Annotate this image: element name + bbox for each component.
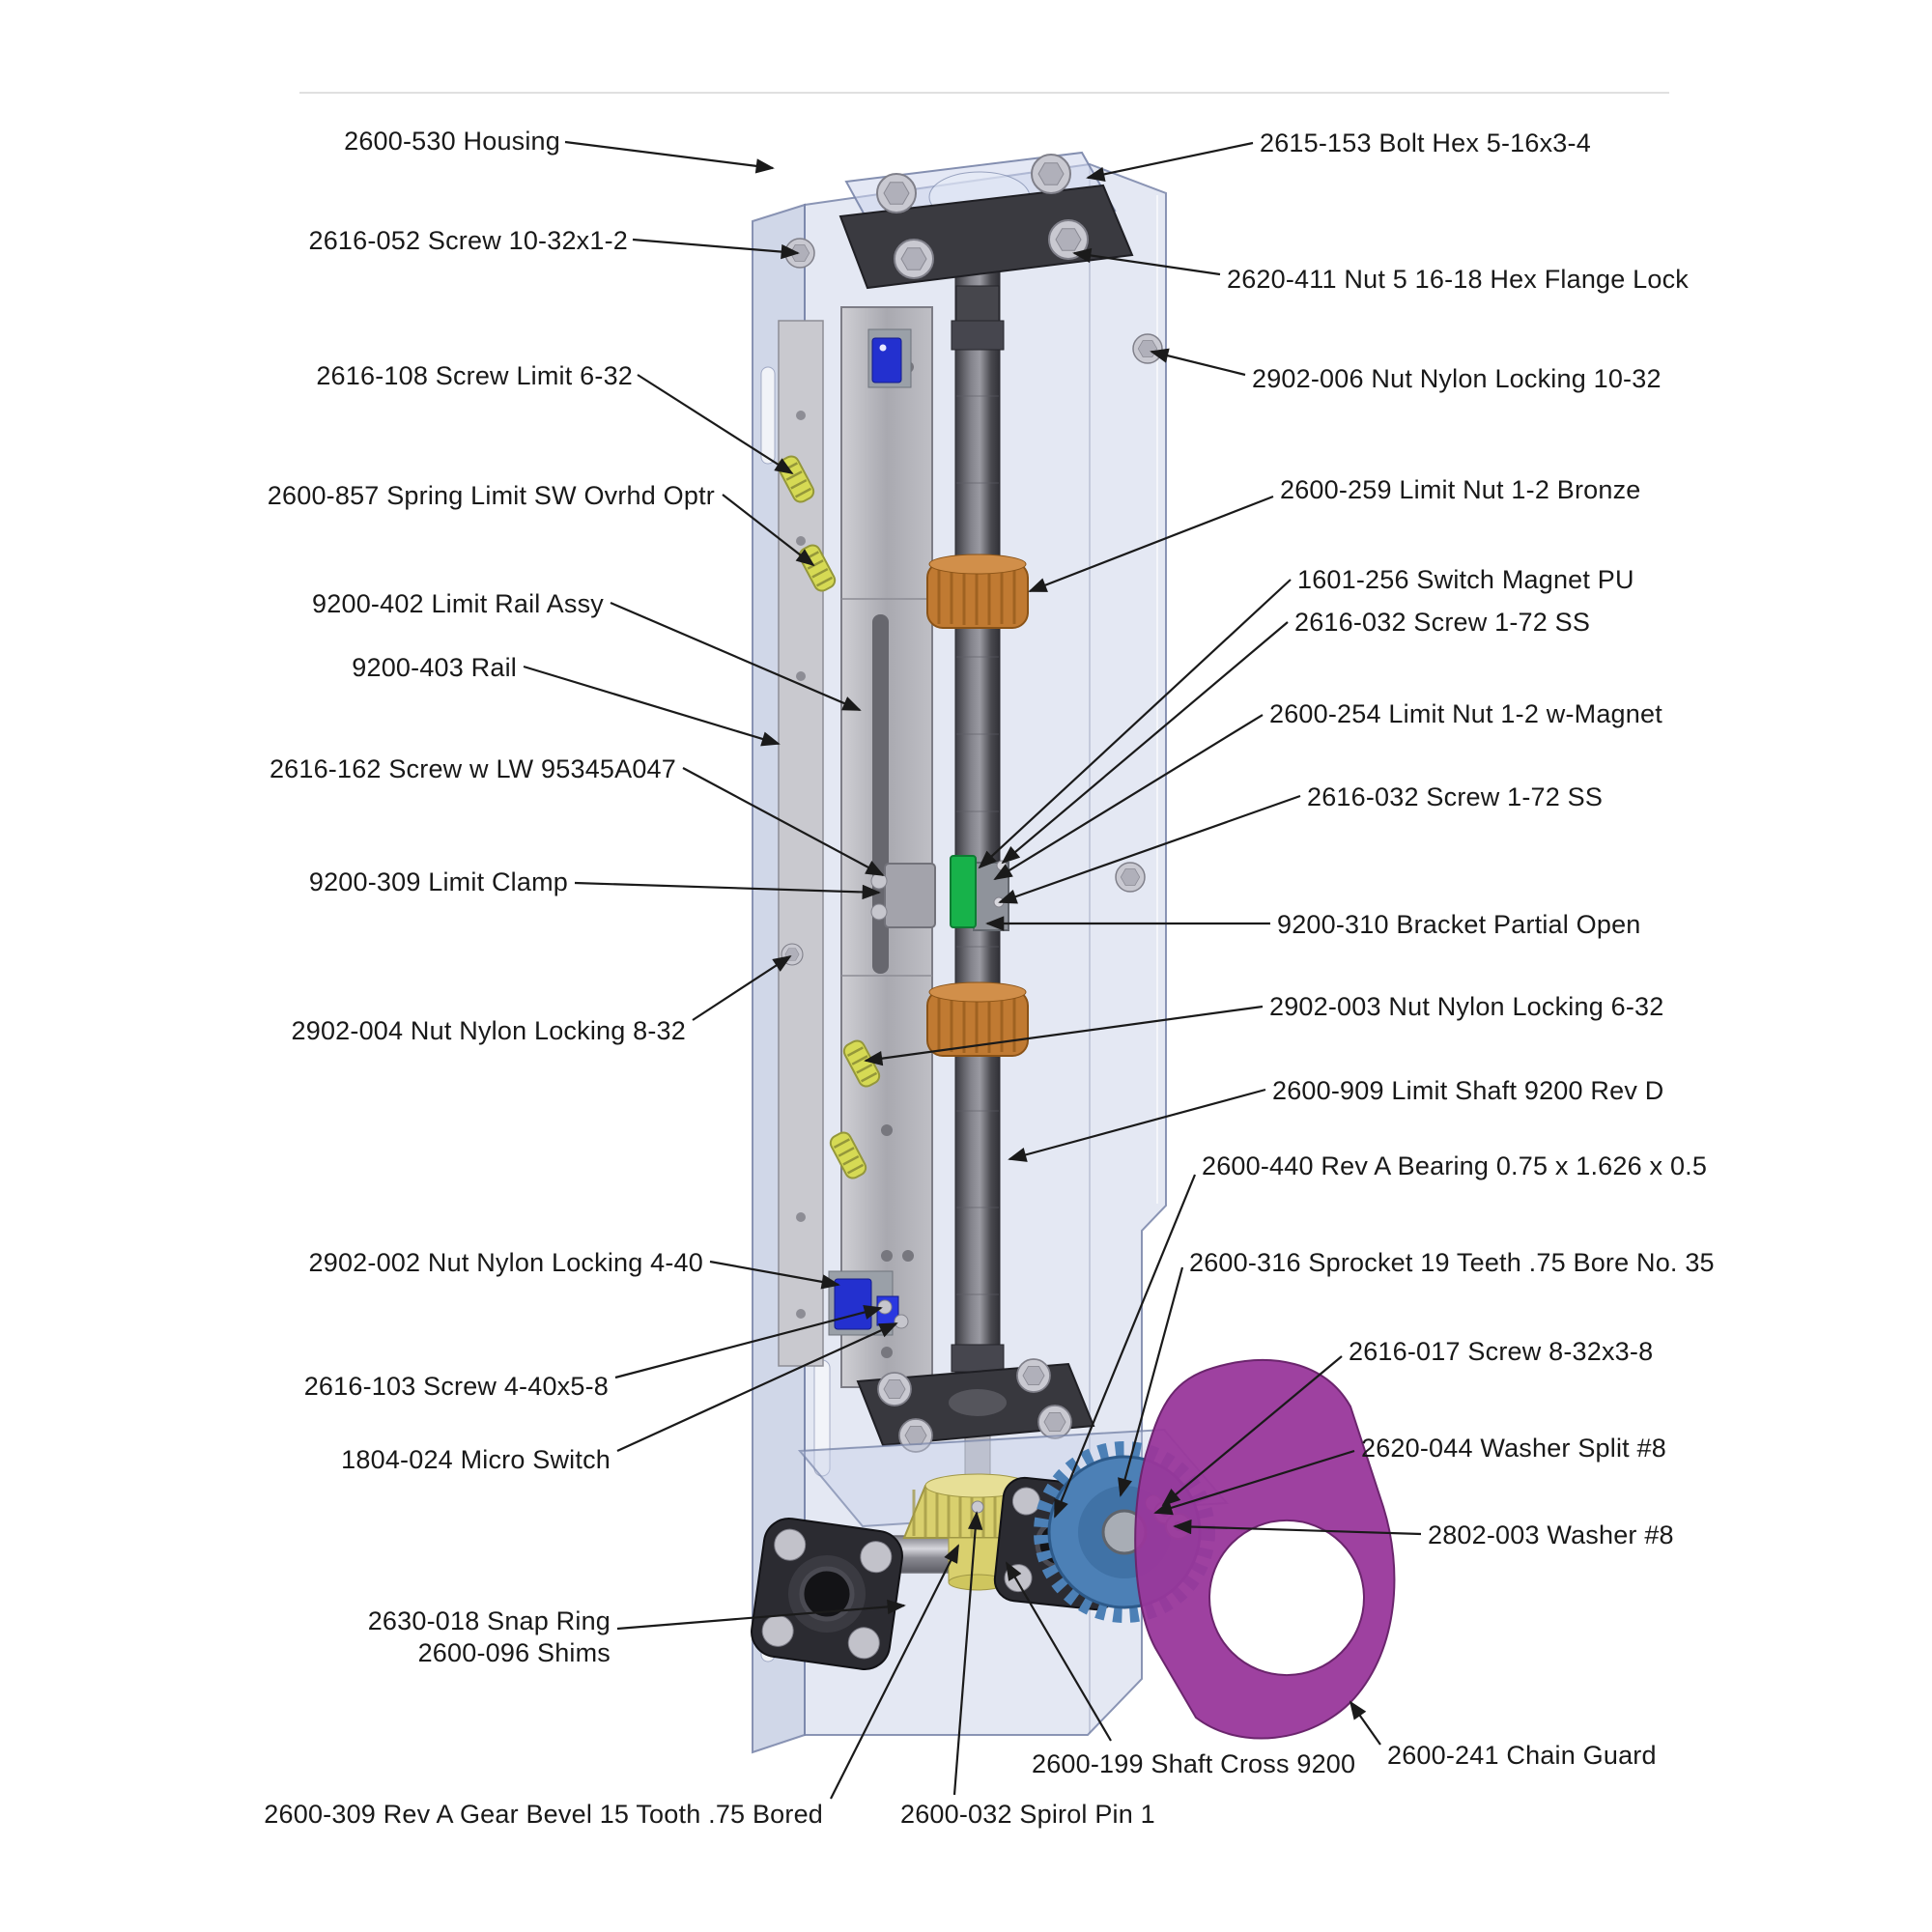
limit-nut-renders xyxy=(926,554,1029,1057)
leader-line xyxy=(632,238,800,260)
part-label-switch-magnet: 1601-256 Switch Magnet PU xyxy=(1297,565,1634,594)
part-label-limit-rail-assy: 9200-402 Limit Rail Assy xyxy=(312,589,604,618)
part-label-snap-ring-shims: 2630-018 Snap Ring 2600-096 Shims xyxy=(367,1606,611,1667)
leader-line xyxy=(1153,1449,1355,1516)
leader-line xyxy=(1150,348,1246,377)
leader-line xyxy=(993,714,1264,881)
part-label-gear-bevel: 2600-309 Rev A Gear Bevel 15 Tooth .75 B… xyxy=(264,1800,823,1829)
part-label-screw-lw: 2616-162 Screw w LW 95345A047 xyxy=(269,754,676,783)
top-separator xyxy=(299,92,1669,94)
part-label-rail: 9200-403 Rail xyxy=(352,653,517,682)
leader-line xyxy=(998,794,1301,904)
leader-line xyxy=(616,1599,906,1631)
part-label-limit-clamp: 9200-309 Limit Clamp xyxy=(308,867,568,896)
leader-line xyxy=(864,1005,1264,1066)
leader-line xyxy=(637,374,794,475)
limit-shaft-render xyxy=(951,242,1005,1489)
part-label-screw-1-72-a: 2616-032 Screw 1-72 SS xyxy=(1294,608,1591,637)
leader-line xyxy=(614,1304,883,1379)
leader-line xyxy=(523,665,781,747)
leader-line xyxy=(830,1544,959,1800)
part-label-screw-10-32: 2616-052 Screw 10-32x1-2 xyxy=(308,226,628,255)
part-label-nut-6-32: 2902-003 Nut Nylon Locking 6-32 xyxy=(1269,992,1664,1021)
part-label-bolt-hex: 2615-153 Bolt Hex 5-16x3-4 xyxy=(1260,128,1591,157)
part-label-limit-nut-magnet: 2600-254 Limit Nut 1-2 w-Magnet xyxy=(1269,699,1662,728)
part-label-nut-10-32: 2902-006 Nut Nylon Locking 10-32 xyxy=(1252,364,1662,393)
part-label-nut-8-32: 2902-004 Nut Nylon Locking 8-32 xyxy=(291,1016,686,1045)
top-flange-render xyxy=(838,151,1134,322)
leader-line xyxy=(616,1321,898,1453)
chain-guard-render xyxy=(1134,1359,1396,1740)
leader-line xyxy=(1053,1174,1197,1519)
leader-line xyxy=(564,140,775,174)
leader-line xyxy=(610,601,862,712)
part-label-nut-4-40: 2902-002 Nut Nylon Locking 4-40 xyxy=(308,1248,703,1277)
part-label-chain-guard: 2600-241 Chain Guard xyxy=(1387,1741,1657,1770)
part-label-washer-split: 2620-044 Washer Split #8 xyxy=(1361,1434,1666,1463)
leader-line xyxy=(1349,1700,1381,1746)
leader-line xyxy=(1086,141,1254,182)
leader-line xyxy=(722,494,815,567)
part-label-housing: 2600-530 Housing xyxy=(344,127,560,156)
leader-line xyxy=(1001,621,1289,865)
part-label-screw-8-32: 2616-017 Screw 8-32x3-8 xyxy=(1349,1337,1654,1366)
leader-line xyxy=(1072,247,1221,276)
part-label-bracket-partial-open: 9200-310 Bracket Partial Open xyxy=(1277,910,1641,939)
part-label-limit-shaft: 2600-909 Limit Shaft 9200 Rev D xyxy=(1272,1076,1664,1105)
leader-line xyxy=(1028,495,1274,593)
part-label-limit-nut-bronze: 2600-259 Limit Nut 1-2 Bronze xyxy=(1280,475,1641,504)
part-label-spring-limit: 2600-857 Spring Limit SW Ovrhd Optr xyxy=(267,481,715,510)
part-label-sprocket: 2600-316 Sprocket 19 Teeth .75 Bore No. … xyxy=(1189,1248,1715,1277)
part-label-screw-limit-6-32: 2616-108 Screw Limit 6-32 xyxy=(316,361,633,390)
part-label-shaft-cross: 2600-199 Shaft Cross 9200 xyxy=(1032,1749,1356,1778)
leader-line xyxy=(709,1260,840,1290)
leader-line xyxy=(574,881,881,900)
leader-line xyxy=(692,954,792,1021)
part-label-bearing: 2600-440 Rev A Bearing 0.75 x 1.626 x 0.… xyxy=(1202,1151,1708,1180)
leader-line xyxy=(1006,1561,1112,1742)
leader-line xyxy=(1173,1519,1422,1536)
part-label-micro-switch: 1804-024 Micro Switch xyxy=(341,1445,611,1474)
leader-line xyxy=(1118,1266,1184,1497)
leader-lines xyxy=(523,140,1422,1800)
leader-line xyxy=(978,579,1292,869)
part-label-screw-1-72-b: 2616-032 Screw 1-72 SS xyxy=(1307,782,1604,811)
leader-line xyxy=(1161,1355,1343,1507)
limit-rail-render xyxy=(778,306,933,1388)
leader-line xyxy=(952,1511,983,1796)
part-label-washer-8: 2802-003 Washer #8 xyxy=(1428,1520,1674,1549)
part-label-nut-flange-lock: 2620-411 Nut 5 16-18 Hex Flange Lock xyxy=(1227,265,1689,294)
bottom-flange-render xyxy=(856,1358,1095,1453)
part-label-screw-4-40: 2616-103 Screw 4-40x5-8 xyxy=(303,1372,609,1401)
leader-line xyxy=(682,767,885,876)
part-label-spirol-pin: 2600-032 Spirol Pin 1 xyxy=(900,1800,1155,1829)
leader-line xyxy=(1008,1088,1266,1162)
